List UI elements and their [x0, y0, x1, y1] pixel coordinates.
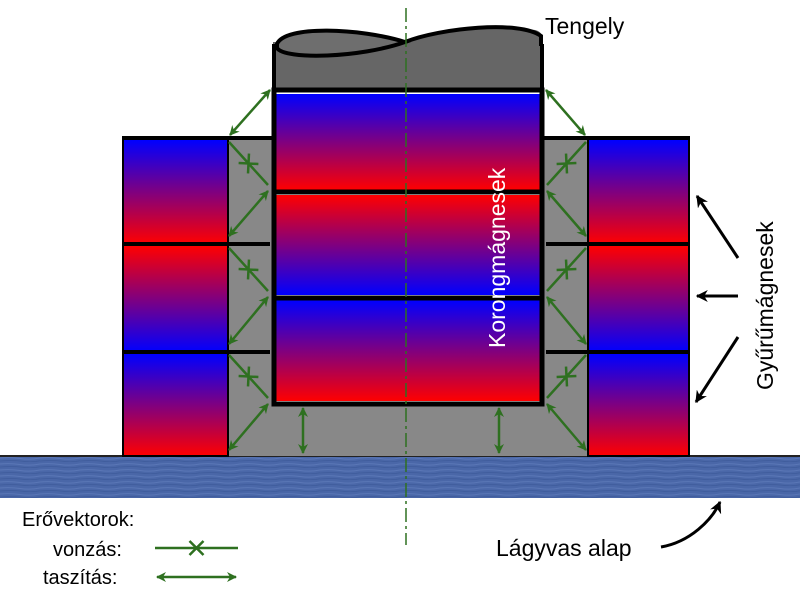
left-ring-magnet-3 — [124, 354, 227, 456]
pointer-arrow-upper — [695, 194, 740, 259]
disk-magnet-3 — [276, 300, 540, 401]
vector-left-repulsion-3 — [228, 403, 269, 451]
left-ring-magnet-2 — [124, 246, 227, 352]
force-vectors — [228, 89, 587, 454]
vector-right-repulsion-1 — [546, 190, 587, 237]
shaft — [272, 25, 544, 92]
vector-left-repulsion-2 — [228, 296, 269, 345]
pointer-arrow-lower — [694, 336, 740, 404]
vector-right-attraction-2 — [546, 247, 587, 292]
right-ring-magnet-3 — [589, 354, 688, 456]
vector-right-attraction-3 — [546, 354, 587, 399]
disk-magnet-stack — [271, 87, 545, 407]
bottom-gap-region — [227, 404, 589, 456]
left-ring-magnet-1 — [124, 140, 227, 244]
vector-top-left — [229, 89, 271, 136]
ring-separators — [122, 136, 690, 354]
disk-magnet-2 — [276, 195, 540, 295]
base-label: Lágyvas alap — [496, 535, 632, 561]
legend-attraction-symbol — [155, 540, 238, 556]
soft-iron-base — [0, 456, 800, 498]
ring-magnets-pointer-arrows — [694, 194, 740, 404]
shaft-cut-loop — [275, 28, 412, 58]
legend-attraction-vector — [155, 540, 238, 556]
right-ring-magnet-stack — [587, 137, 690, 457]
shaft-cut-edge — [404, 25, 543, 46]
vector-left-attraction-3 — [228, 354, 269, 399]
vector-right-attraction-1 — [546, 141, 587, 186]
shaft-label: Tengely — [545, 13, 625, 39]
disk-stack-outline — [271, 87, 545, 407]
vector-top-right — [545, 89, 586, 136]
ring-magnets-label: Gyűrűmágnesek — [752, 221, 778, 390]
base-pointer-arrow — [660, 500, 722, 549]
vector-left-attraction-2 — [228, 247, 269, 292]
disk-magnets-label: Korongmágnesek — [484, 167, 510, 348]
vector-right-repulsion-3 — [546, 403, 587, 451]
vector-right-repulsion-2 — [546, 296, 587, 345]
legend: Erővektorok: vonzás: taszítás: — [22, 509, 238, 589]
left-ring-magnet-stack — [122, 137, 229, 457]
legend-attraction-label: vonzás: — [53, 539, 122, 561]
right-ring-magnet-1 — [589, 140, 688, 244]
disk-magnet-1 — [276, 94, 540, 190]
vector-left-repulsion-1 — [228, 190, 269, 237]
legend-title: Erővektorok: — [22, 509, 134, 531]
right-ring-magnet-2 — [589, 246, 688, 352]
legend-repulsion-label: taszítás: — [43, 567, 117, 589]
vector-left-attraction-1 — [228, 141, 269, 186]
